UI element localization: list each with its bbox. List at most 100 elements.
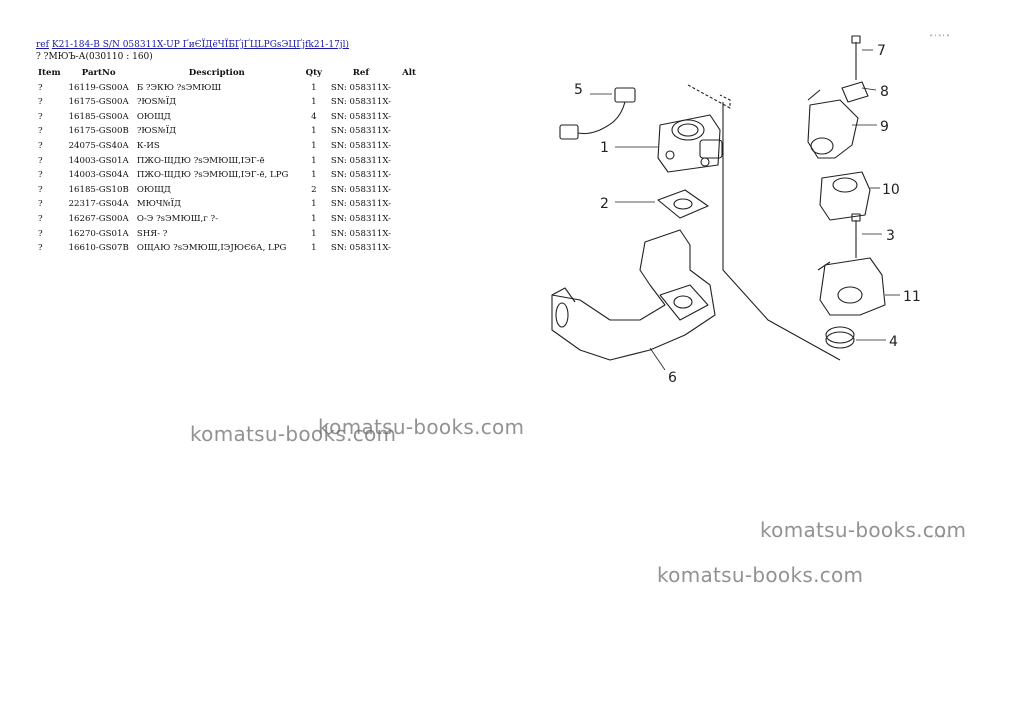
cell-item: ? [38,170,43,181]
manifold-part [551,229,716,361]
cell-qty: 1 [311,228,317,239]
page-subtitle: ? ?МЮЪ-А(030110 : 160) [36,52,153,62]
guide-line [687,84,731,109]
col-qty: Qty [305,68,323,78]
cell-ref: SN: 058311X- [330,140,392,151]
guide-line [722,102,841,361]
elbow-part [807,89,859,159]
cell-ref: SN: 058311X- [330,97,392,108]
col-item: Item [38,68,61,78]
cell-qty: 1 [311,97,317,108]
cell-ref: SN: 058311X- [330,111,392,122]
cell-qty: 4 [311,111,317,122]
cell-alt [395,241,423,256]
cell-alt [395,110,423,125]
cell-item: ? [38,140,43,151]
gasket-part [657,189,709,219]
parts-diagram: 5 1 2 6 7 8 9 10 3 11 4 [551,35,921,386]
o-ring-part [825,326,855,349]
cell-item: ? [38,213,43,224]
cell-item: ? [38,243,43,254]
callout-11: 11 [903,289,921,305]
callout-2: 2 [600,196,609,212]
cell-description: ?ЮS№ЇД [136,97,177,108]
cell-partno: 16185-GS00A [68,111,129,122]
cell-partno: 16185-GS10B [68,184,129,195]
callout-10: 10 [882,182,900,198]
cell-description: ОЮЩД [136,184,171,195]
cell-description: О-Э ?sЭМЮШ,г ?- [136,213,218,224]
cell-partno: 16270-GS01A [68,228,129,239]
col-partno: PartNo [81,68,116,78]
watermark: komatsu-books.com [190,422,397,446]
cell-qty: 1 [311,243,317,254]
callout-5: 5 [574,82,583,98]
cell-item: ? [38,155,43,166]
cell-description: ПЖО-ЩДЮ ?sЭМЮШ,ІЭГ-ё, LPG [136,170,289,181]
cell-partno: 14003-GS01A [68,155,129,166]
callout-9: 9 [880,119,889,135]
cell-ref: SN: 058311X- [330,155,392,166]
watermark: komatsu-books.com [657,563,864,587]
cell-description: ?ЮS№ЇД [136,126,177,137]
cell-ref: SN: 058311X- [330,170,392,181]
page-header: ref K21-184-B S/N 058311X-UP ҐиЄЇДёЧЇБҐј… [36,39,349,63]
cell-partno: 16119-GS00A [68,82,129,93]
cell-qty: 1 [311,126,317,137]
cell-alt [395,81,423,96]
cell-description: МЮЧ№ЇД [136,199,182,210]
cell-alt [395,212,423,227]
cell-partno: 16175-GS00B [68,126,129,137]
cell-ref: SN: 058311X- [330,228,392,239]
cell-description: К-ИS [136,140,160,151]
cell-qty: 1 [311,82,317,93]
cell-description: ОЮЩД [136,111,171,122]
throttle-body-part [657,114,723,173]
bolt-part-lower [851,213,861,258]
callout-8: 8 [880,84,889,100]
table-row: ? 14003-GS04A ПЖО-ЩДЮ ?sЭМЮШ,ІЭГ-ё, LPG 1 SN… [36,168,423,183]
harness-connector-part [559,87,636,140]
cell-item: ? [38,97,43,108]
callout-3: 3 [886,228,895,244]
cell-item: ? [38,82,43,93]
table-row: ? 16175-GS00A ?ЮS№ЇД 1 SN: 058311X- [36,95,423,110]
cell-ref: SN: 058311X- [330,184,392,195]
table-header-row: Item PartNo Description Qty Ref Alt [36,66,423,81]
cell-alt [395,183,423,198]
cell-partno: 16175-GS00A [68,97,129,108]
cell-alt [395,139,423,154]
flange-part [819,171,871,221]
cell-alt [395,168,423,183]
cell-partno: 16610-GS07B [68,243,129,254]
cell-alt [395,124,423,139]
ref-link[interactable]: ref [36,40,49,50]
title-link[interactable]: K21-184-B S/N 058311X-UP ҐиЄЇДёЧЇБҐјҐЦLP… [51,40,349,50]
cell-partno: 14003-GS04A [68,170,129,181]
cell-partno: 22317-GS04A [68,199,129,210]
callout-7: 7 [877,43,886,59]
cell-description: Б ?ЭКЮ ?sЭМЮШ [136,82,222,93]
cell-qty: 1 [311,199,317,210]
cell-ref: SN: 058311X- [330,213,392,224]
cell-alt [395,227,423,242]
watermark: komatsu-books.com [318,415,525,439]
cell-ref: SN: 058311X- [330,126,392,137]
cell-qty: 2 [311,184,317,195]
cell-alt [395,154,423,169]
col-alt: Alt [402,68,417,78]
col-ref: Ref [352,68,370,78]
cell-qty: 1 [311,170,317,181]
cell-partno: 16267-GS00A [68,213,129,224]
title-line: ref K21-184-B S/N 058311X-UP ҐиЄЇДёЧЇБҐј… [36,39,349,51]
callout-1: 1 [600,140,609,156]
cell-ref: SN: 058311X- [330,243,392,254]
watermark: komatsu-books.com [760,518,967,542]
